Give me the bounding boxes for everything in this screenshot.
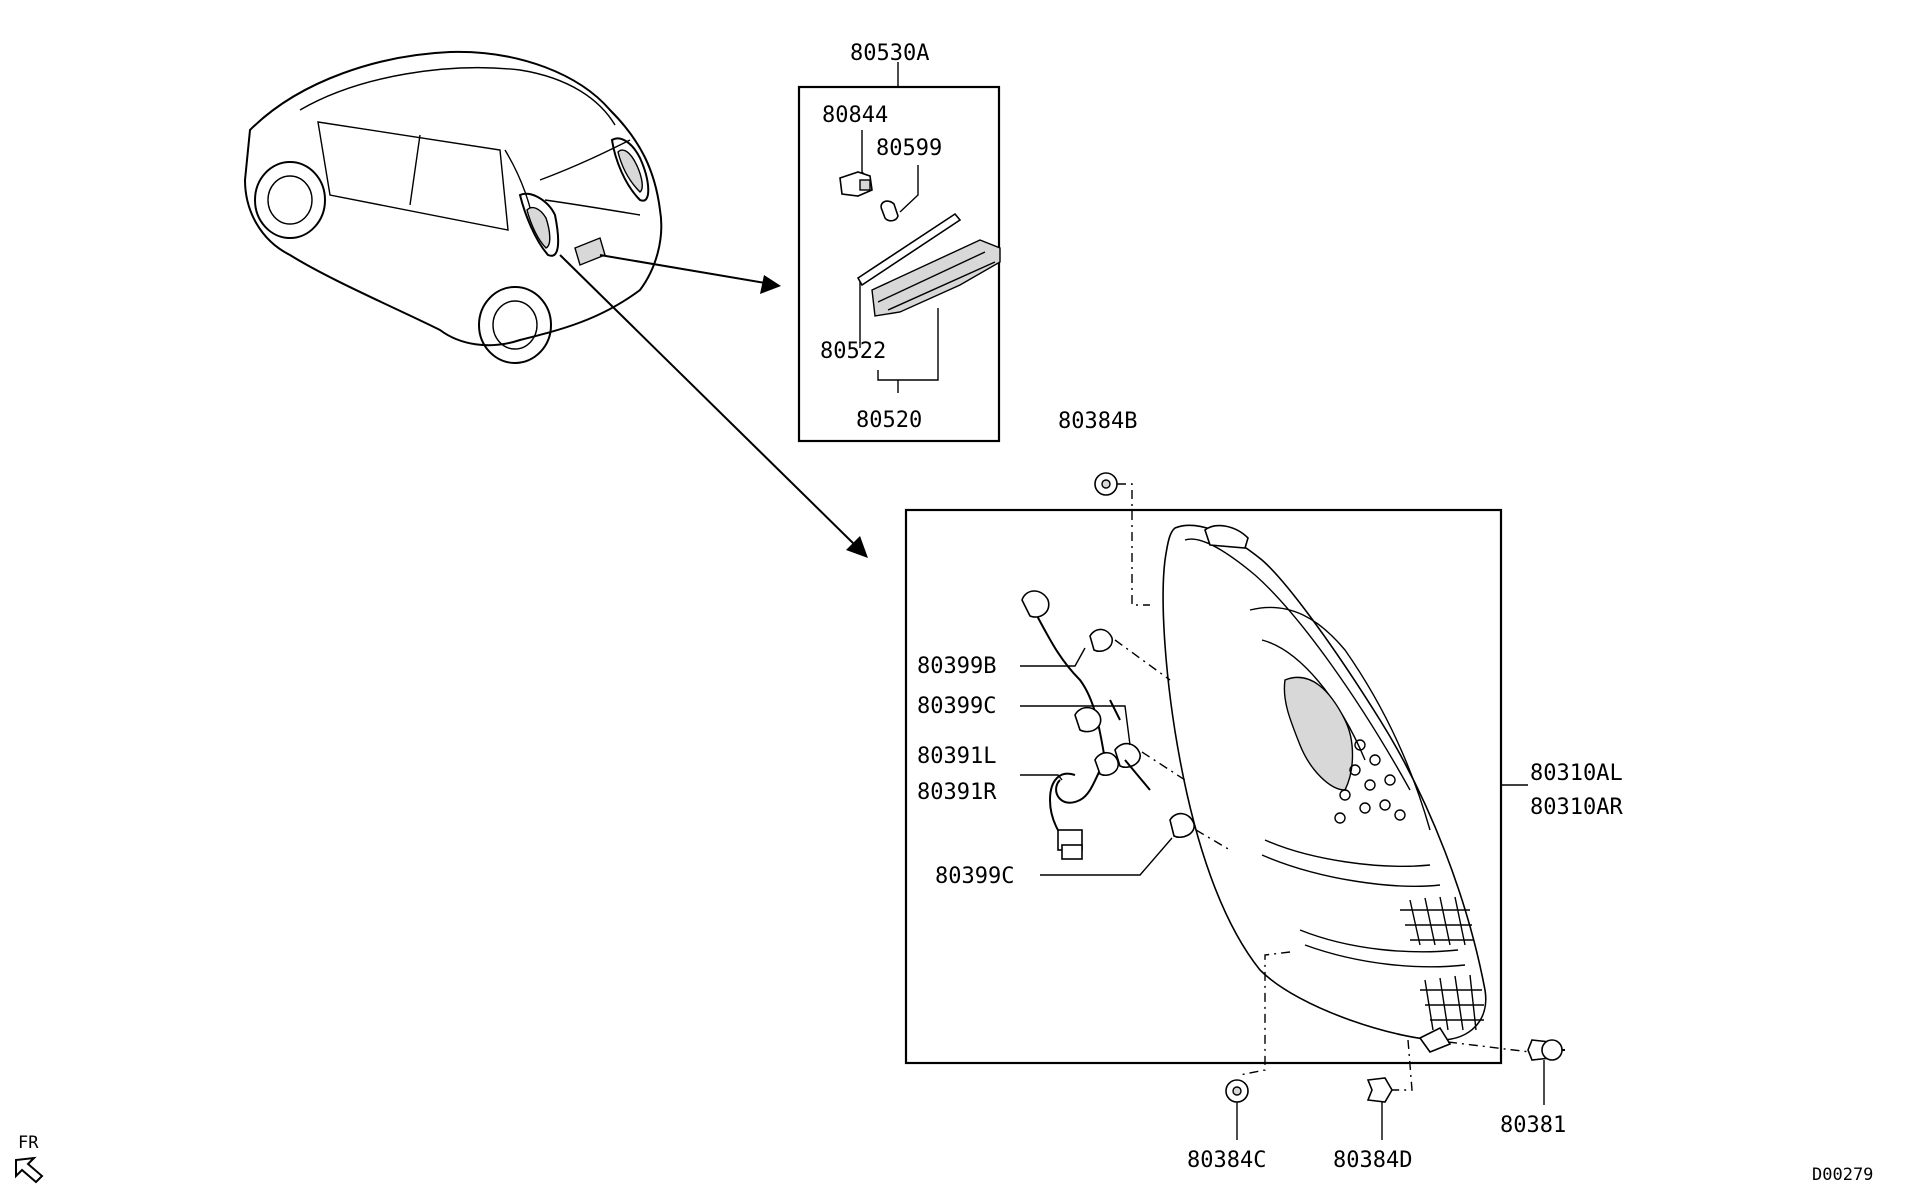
- clip-80384D: [1366, 1077, 1393, 1103]
- lens-dot-pattern: [1334, 739, 1406, 824]
- label-80399C-bottom: 80399C: [935, 864, 1014, 889]
- lens-grid-pattern: [1400, 896, 1484, 1031]
- front-arrow-icon: [15, 1156, 44, 1184]
- fr-label: FR: [18, 1133, 39, 1153]
- leader-arrows: [559, 254, 868, 558]
- label-80530A: 80530A: [850, 41, 929, 66]
- label-80310AR: 80310AR: [1530, 795, 1623, 820]
- label-80399B: 80399B: [917, 654, 996, 679]
- label-80391R: 80391R: [917, 780, 997, 805]
- vehicle-illustration: [243, 50, 663, 364]
- drawing-id: D00279: [1812, 1165, 1873, 1185]
- front-direction-indicator: FR: [15, 1133, 44, 1184]
- label-80384D: 80384D: [1333, 1148, 1412, 1173]
- tail-lamp-housing: [1162, 524, 1487, 1041]
- label-80310AL: 80310AL: [1530, 761, 1623, 786]
- label-80599: 80599: [876, 136, 942, 161]
- label-80520: 80520: [856, 408, 922, 433]
- label-80391L: 80391L: [917, 744, 996, 769]
- label-80384B: 80384B: [1058, 409, 1137, 434]
- label-80399C-top: 80399C: [917, 694, 996, 719]
- label-80844: 80844: [822, 103, 888, 128]
- socket-wiring-harness: [1021, 590, 1195, 860]
- label-80522: 80522: [820, 339, 886, 364]
- bulb-80599: [880, 200, 899, 222]
- rear-combination-lamp-box: 80384B: [904, 409, 1623, 1173]
- label-80381: 80381: [1500, 1113, 1566, 1138]
- lamp-body-80520: [871, 239, 1001, 317]
- stop-lamp-assembly-box: 80530A 80844 80599 80522 80520: [797, 41, 1001, 443]
- label-80384C: 80384C: [1187, 1148, 1266, 1173]
